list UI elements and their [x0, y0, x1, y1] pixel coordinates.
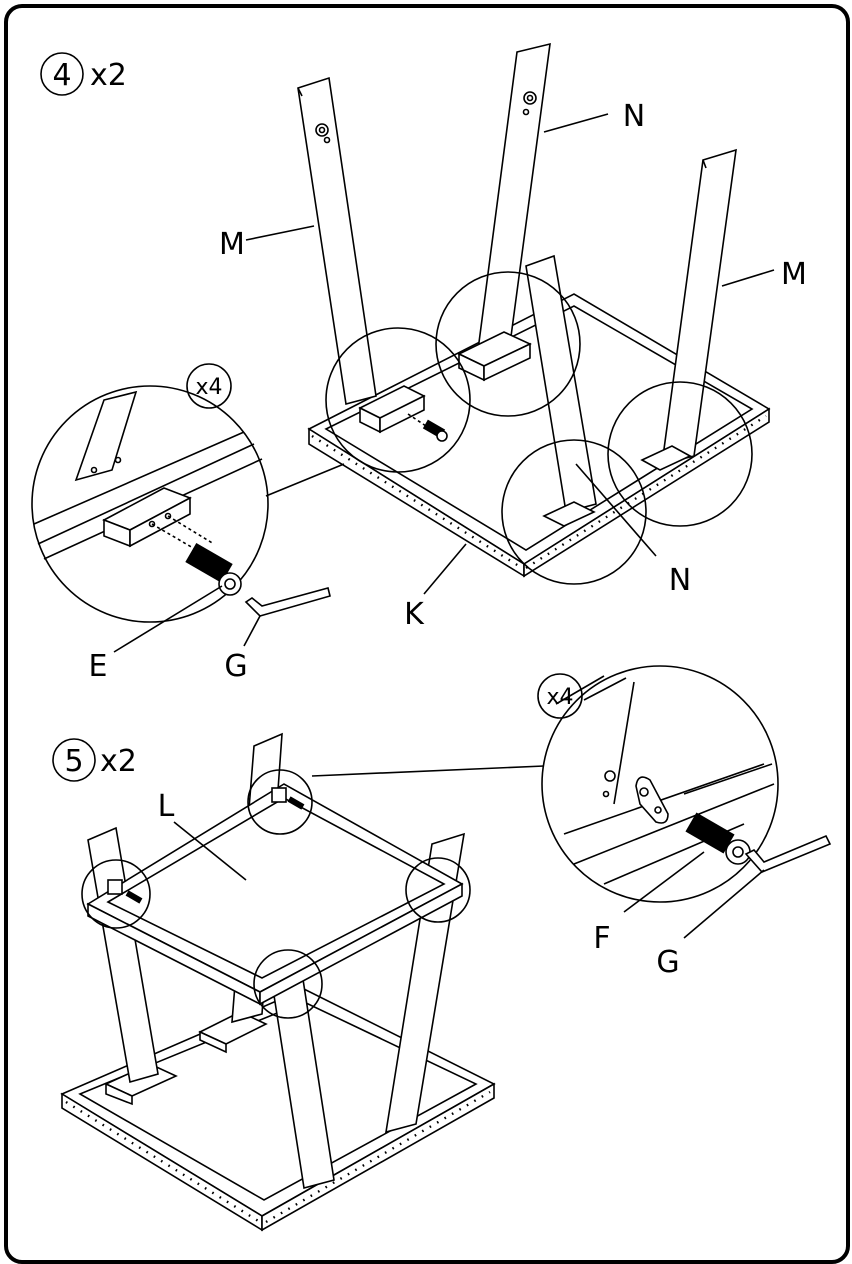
step-4-labels: M N M N K E G	[89, 99, 807, 684]
frame-k	[307, 293, 771, 578]
step-5-multiplier: x2	[100, 744, 137, 779]
step-5-labels: L F G	[158, 789, 765, 980]
step-4-detail-count: x4	[195, 375, 222, 400]
step-4-detail: x4	[31, 363, 345, 623]
label-g-step5: G	[656, 945, 679, 980]
label-l: L	[158, 789, 175, 824]
step-5-detail: x4	[311, 665, 779, 903]
step-5-number: 5	[64, 744, 83, 779]
label-k: K	[404, 597, 425, 632]
bolt-e	[185, 542, 242, 596]
step-5-detail-count: x4	[546, 685, 573, 710]
table-top-l	[86, 783, 464, 1006]
step-4-multiplier: x2	[90, 58, 127, 93]
label-e: E	[89, 649, 108, 684]
leg-m-right	[640, 148, 737, 471]
step-4-zoom-circles	[325, 271, 753, 585]
leg-m-left	[297, 76, 426, 434]
label-g-step4: G	[224, 649, 247, 684]
label-f: F	[593, 921, 610, 956]
allen-key-g-step5	[744, 834, 832, 873]
bolt-small	[407, 413, 448, 442]
bolt-f	[685, 812, 751, 865]
instruction-sheet: 4 x2	[4, 4, 850, 1264]
step-5-header: 5 x2	[52, 738, 137, 782]
leg-n-bottom	[525, 254, 597, 527]
lower-frame	[60, 988, 496, 1232]
bracket-f	[635, 776, 669, 824]
step-5-zoom-circles	[81, 769, 471, 1019]
label-m-left: M	[219, 227, 245, 262]
label-n-bottom: N	[669, 563, 691, 598]
step-4-header: 4 x2	[40, 52, 127, 96]
assembly-diagram: 4 x2	[31, 42, 832, 1232]
allen-key-g-step4	[244, 587, 331, 617]
label-m-right: M	[781, 257, 807, 292]
label-n-top: N	[623, 99, 645, 134]
step-4-number: 4	[52, 58, 71, 93]
